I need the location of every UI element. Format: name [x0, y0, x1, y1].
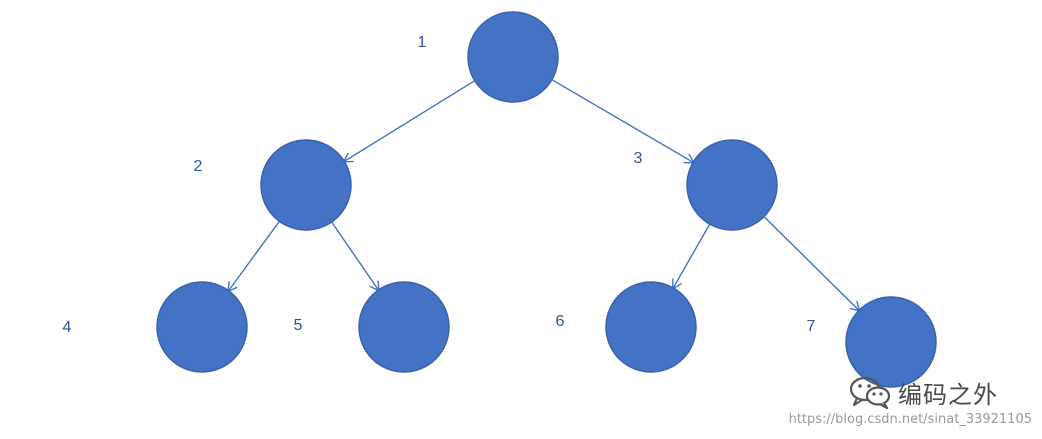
tree-node-3 [686, 139, 778, 231]
node-label-2: 2 [194, 158, 203, 175]
edge-1-3 [551, 79, 696, 164]
tree-node-6 [605, 281, 697, 373]
tree-node-7 [845, 296, 937, 388]
nodes-layer [156, 11, 937, 388]
labels-layer: 1 2 3 4 5 6 7 [63, 34, 816, 336]
edge-3-6 [672, 223, 711, 291]
tree-node-2 [260, 139, 352, 231]
node-label-7: 7 [807, 318, 816, 335]
node-label-4: 4 [63, 319, 72, 336]
watermark-brand: 编码之外 [848, 374, 998, 410]
tree-node-1 [467, 11, 559, 103]
watermark-url: https://blog.csdn.net/sinat_33921105 [788, 412, 1032, 427]
node-label-5: 5 [294, 317, 303, 334]
edges-layer [227, 79, 861, 313]
edge-3-7 [763, 216, 861, 313]
node-label-1: 1 [418, 34, 427, 51]
node-label-6: 6 [556, 313, 565, 330]
node-label-3: 3 [634, 150, 643, 167]
edge-1-2 [342, 80, 476, 163]
edge-2-4 [227, 220, 280, 293]
wechat-icon [849, 376, 891, 409]
edge-2-5 [331, 221, 380, 292]
watermark-brand-text: 编码之外 [898, 380, 998, 409]
tree-node-5 [358, 281, 450, 373]
tree-node-4 [156, 281, 248, 373]
